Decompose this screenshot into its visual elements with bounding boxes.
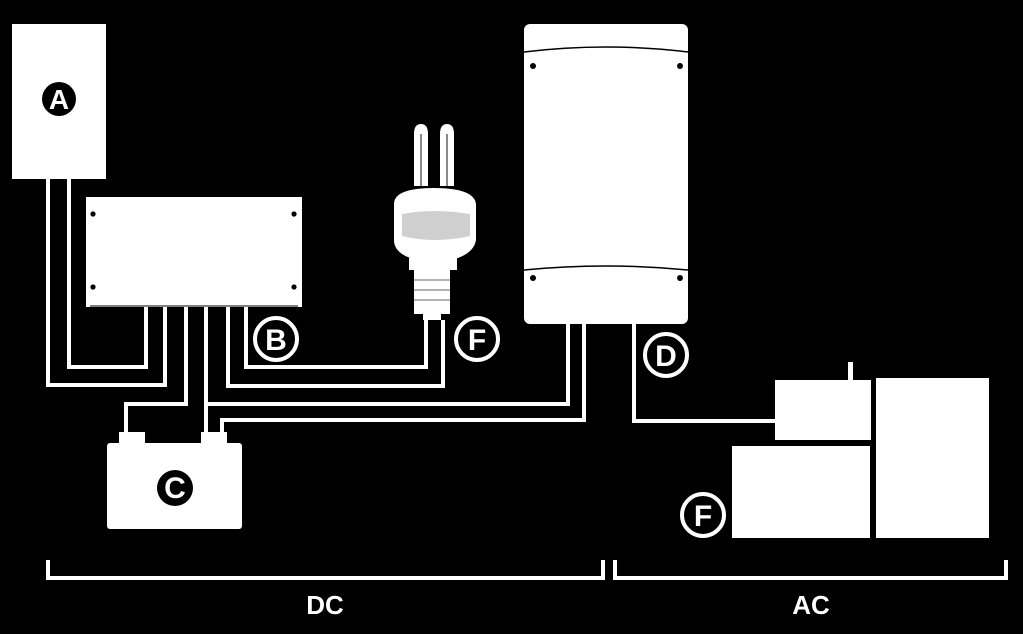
ac-appliances <box>732 362 989 538</box>
dc-label: DC <box>306 590 344 620</box>
svg-text:C: C <box>164 472 186 505</box>
appliance-bottom-left <box>732 446 870 538</box>
charge-controller-b <box>86 197 302 307</box>
svg-text:B: B <box>265 324 287 357</box>
marker-b: B <box>253 316 299 362</box>
ac-label: AC <box>792 590 830 620</box>
appliance-top-left <box>775 380 871 440</box>
wiring <box>46 179 775 432</box>
ac-bracket <box>613 560 1008 580</box>
marker-f-ac: F <box>680 492 726 538</box>
marker-a: A <box>42 82 76 116</box>
dc-bracket <box>46 560 605 580</box>
marker-c: C <box>157 470 193 506</box>
inverter-d <box>523 24 689 324</box>
svg-text:F: F <box>694 500 712 533</box>
svg-text:F: F <box>468 324 486 357</box>
appliance-antenna <box>848 362 853 382</box>
appliance-right <box>876 378 989 538</box>
svg-text:D: D <box>655 340 677 373</box>
svg-text:A: A <box>49 84 69 115</box>
marker-f-dc: F <box>454 316 500 362</box>
marker-d: D <box>643 332 689 378</box>
light-bulb-f <box>394 124 476 320</box>
